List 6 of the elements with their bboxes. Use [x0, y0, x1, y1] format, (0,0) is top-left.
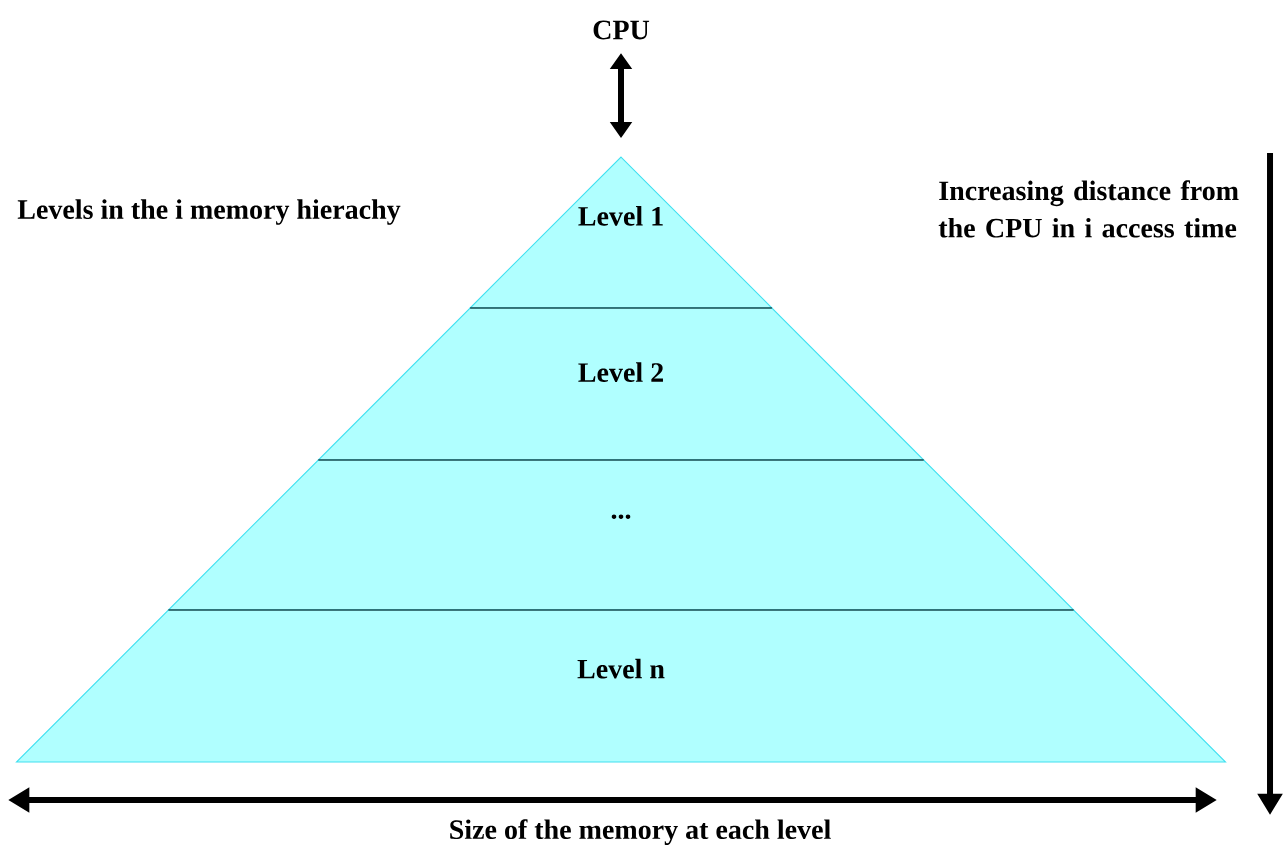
cpu-label: CPU [593, 20, 650, 40]
caption-text: Size of the memory at each level [450, 819, 831, 845]
caption-text: Levels in the i memory hierachy [17, 199, 401, 225]
caption-text: Increasing distance from the CPU in i access time [938, 180, 1239, 238]
pyramid-level: Level n [15, 609, 1227, 763]
pyramid-level: ... [167, 459, 1075, 611]
